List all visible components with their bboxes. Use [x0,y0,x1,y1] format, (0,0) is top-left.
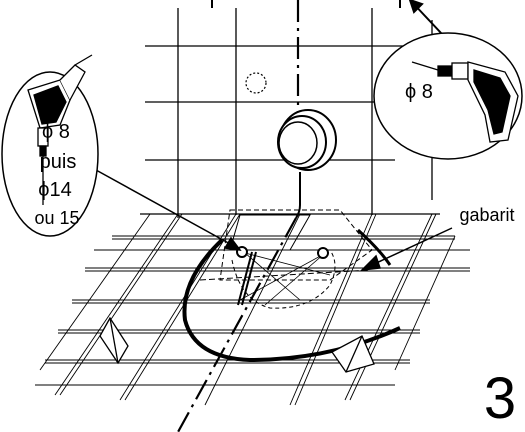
floor-tile-grid [35,213,470,406]
drilling-template [199,209,373,309]
floor-axis-line [177,217,297,432]
right-bubble-size: ϕ 8 [405,81,433,103]
template-label: gabarit [459,205,514,225]
wall-drill-mark [245,72,267,94]
drill-icon [27,54,93,205]
drill-icon [411,61,519,143]
shower-tray-outline-right [356,228,392,266]
left-bubble-or: ou 15 [34,208,79,228]
left-bubble-size2: ϕ14 [38,179,71,201]
left-bubble-then: puis [40,151,77,173]
right-drill-bubble: ϕ 8 [373,32,523,160]
step-number: 3 [484,366,516,431]
floor-drill-holes [236,246,329,306]
wedge-left [99,316,129,365]
wedge-right [331,335,375,373]
shower-head [277,109,337,219]
left-drill-bubble: ϕ 8 puis ϕ14 ou 15 [1,54,99,237]
leader-arrows [95,169,453,271]
left-bubble-size1: ϕ 8 [42,121,70,143]
